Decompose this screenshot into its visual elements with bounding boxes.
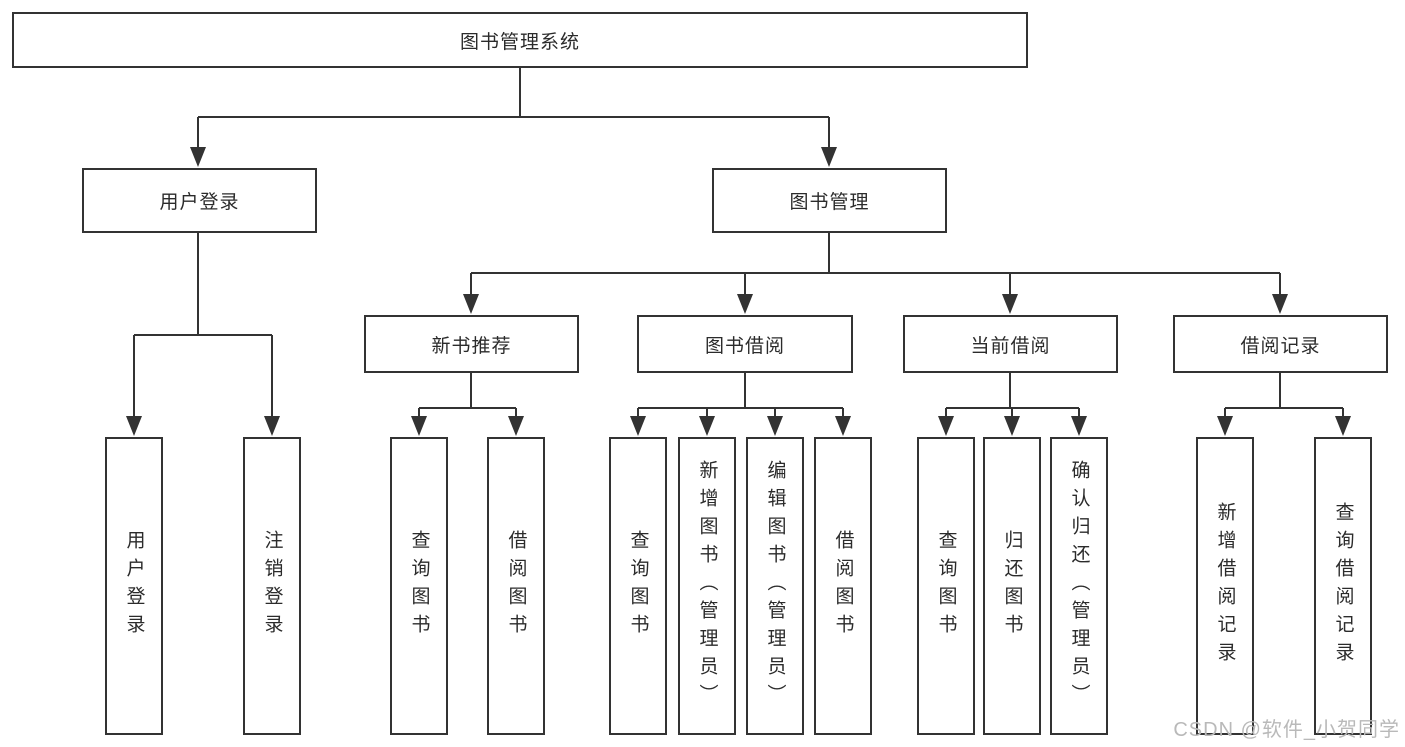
arrow-down-icon [835,416,851,436]
leaf-query-books-borrow: 查询图书 [609,437,667,735]
node-label: 确认归还（管理员） [1068,460,1090,712]
arrow-down-icon [1002,294,1018,314]
node-label: 查询图书 [627,530,649,642]
node-current-borrow: 当前借阅 [903,315,1118,373]
arrow-down-icon [1272,294,1288,314]
node-label: 借阅图书 [505,530,527,642]
arrow-down-icon [821,147,837,167]
leaf-query-books-current: 查询图书 [917,437,975,735]
node-library-management-system: 图书管理系统 [12,12,1028,68]
leaf-user-login: 用户登录 [105,437,163,735]
node-label: 图书管理 [789,192,870,213]
node-label: 图书管理系统 [459,31,580,53]
leaf-edit-books-admin: 编辑图书（管理员） [746,437,804,735]
arrow-down-icon [1335,416,1351,436]
node-book-management: 图书管理 [712,168,947,233]
node-label: 查询图书 [935,530,957,642]
leaf-add-books-admin: 新增图书（管理员） [678,437,736,735]
arrow-down-icon [1071,416,1087,436]
node-label: 图书借阅 [704,335,785,357]
arrow-down-icon [630,416,646,436]
node-book-borrow: 图书借阅 [637,315,853,373]
leaf-borrow-books-recommend: 借阅图书 [487,437,545,735]
node-label: 注销登录 [261,530,283,642]
node-label: 用户登录 [159,192,240,213]
node-label: 查询借阅记录 [1332,502,1354,670]
arrow-down-icon [1217,416,1233,436]
arrow-down-icon [463,294,479,314]
node-label: 当前借阅 [970,335,1051,357]
arrow-down-icon [411,416,427,436]
node-label: 归还图书 [1001,530,1023,642]
leaf-logout: 注销登录 [243,437,301,735]
arrow-down-icon [737,294,753,314]
arrow-down-icon [767,416,783,436]
arrow-down-icon [938,416,954,436]
leaf-confirm-return-admin: 确认归还（管理员） [1050,437,1108,735]
arrow-down-icon [126,416,142,436]
leaf-add-borrow-record: 新增借阅记录 [1196,437,1254,735]
leaf-borrow-books: 借阅图书 [814,437,872,735]
node-user-login-branch: 用户登录 [82,168,317,233]
arrow-down-icon [264,416,280,436]
node-borrow-record: 借阅记录 [1173,315,1388,373]
arrow-down-icon [699,416,715,436]
node-label: 新增借阅记录 [1214,502,1236,670]
node-new-book-recommend: 新书推荐 [364,315,579,373]
node-label: 用户登录 [123,530,145,642]
node-label: 查询图书 [408,530,430,642]
node-label: 编辑图书（管理员） [764,460,786,712]
node-label: 借阅图书 [832,530,854,642]
arrow-down-icon [1004,416,1020,436]
arrow-down-icon [508,416,524,436]
csdn-watermark: CSDN @软件_小贺同学 [1173,719,1400,741]
node-label: 借阅记录 [1240,335,1321,357]
arrow-down-icon [190,147,206,167]
leaf-query-books-recommend: 查询图书 [390,437,448,735]
leaf-return-books: 归还图书 [983,437,1041,735]
node-label: 新增图书（管理员） [696,460,718,712]
leaf-query-borrow-record: 查询借阅记录 [1314,437,1372,735]
node-label: 新书推荐 [431,335,512,357]
